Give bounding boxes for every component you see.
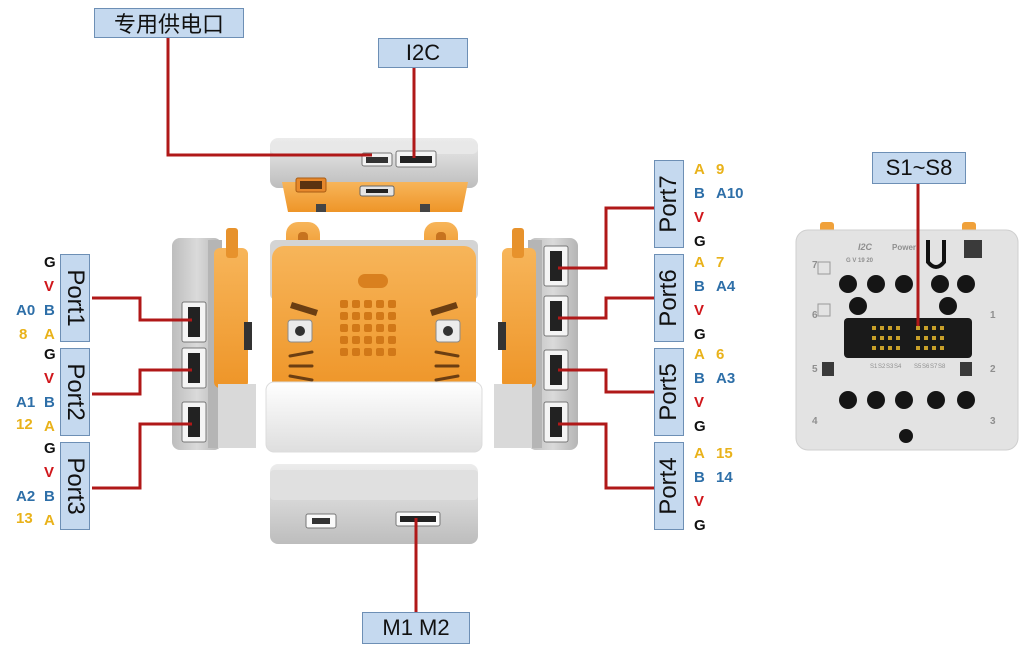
- silk-corner-2: 2: [990, 364, 996, 375]
- center-module: [266, 222, 482, 452]
- port1-pin-g: G: [44, 255, 56, 270]
- port3-pin-b: B: [44, 489, 55, 504]
- port1-b-alias: A0: [16, 303, 35, 318]
- port5-pin-g: G: [694, 419, 706, 434]
- port2-pin-b: B: [44, 395, 55, 410]
- silk-i2c: I2C: [858, 242, 873, 252]
- port4-pin-b: B: [694, 470, 705, 485]
- port4-text: Port4: [655, 457, 683, 514]
- port5-pin-v: V: [694, 395, 704, 410]
- silk-corner-3: 3: [990, 416, 996, 427]
- port4-b-alias: 14: [716, 470, 733, 485]
- port6-pin-b: B: [694, 279, 705, 294]
- port7-label: Port7: [654, 160, 684, 248]
- port7-pin-b: B: [694, 186, 705, 201]
- port3-b-alias: A2: [16, 489, 35, 504]
- port6-pin-v: V: [694, 303, 704, 318]
- port2-pin-v: V: [44, 371, 54, 386]
- port6-text: Port6: [655, 269, 683, 326]
- port5-b-alias: A3: [716, 371, 735, 386]
- silk-s3: S3: [886, 364, 894, 370]
- port2-pin-a: A: [44, 419, 55, 434]
- port6-pin-a: A: [694, 255, 705, 270]
- port2-b-alias: A1: [16, 395, 35, 410]
- port7-b-alias: A10: [716, 186, 744, 201]
- port5-pin-a: A: [694, 347, 705, 362]
- power-port-label: 专用供电口: [94, 8, 244, 38]
- silk-s1: S1: [870, 364, 878, 370]
- port1-label: Port1: [60, 254, 90, 342]
- port3-label: Port3: [60, 442, 90, 530]
- port3-pin-g: G: [44, 441, 56, 456]
- port7-text: Port7: [655, 175, 683, 232]
- port2-text: Port2: [61, 363, 89, 420]
- port1-text: Port1: [61, 269, 89, 326]
- port4-label: Port4: [654, 442, 684, 530]
- servo-header: [844, 318, 972, 358]
- silk-s5: S5: [914, 364, 922, 370]
- silk-corner-7: 7: [812, 260, 818, 271]
- port3-a-alias: 13: [16, 511, 33, 526]
- bottom-module: [270, 464, 478, 544]
- silk-corner-5: 5: [812, 364, 818, 375]
- port6-pin-g: G: [694, 327, 706, 342]
- port6-label: Port6: [654, 254, 684, 342]
- port2-pin-g: G: [44, 347, 56, 362]
- port5-text: Port5: [655, 363, 683, 420]
- left-module: [172, 228, 256, 450]
- motor-label: M1 M2: [362, 612, 470, 644]
- port1-a-alias: 8: [19, 327, 27, 342]
- silk-corner-1: 1: [990, 310, 996, 321]
- port7-a-alias: 9: [716, 162, 724, 177]
- port5-pin-b: B: [694, 371, 705, 386]
- silk-s8: S8: [938, 364, 946, 370]
- silk-s7: S7: [930, 364, 938, 370]
- port6-b-alias: A4: [716, 279, 735, 294]
- silk-power: Power: [892, 243, 916, 252]
- port4-a-alias: 15: [716, 446, 733, 461]
- port3-pin-v: V: [44, 465, 54, 480]
- port7-pin-v: V: [694, 210, 704, 225]
- port3-pin-a: A: [44, 513, 55, 528]
- port3-text: Port3: [61, 457, 89, 514]
- servo-label: S1~S8: [872, 152, 966, 184]
- port5-a-alias: 6: [716, 347, 724, 362]
- port1-pin-a: A: [44, 327, 55, 342]
- port6-a-alias: 7: [716, 255, 724, 270]
- silk-corner-4: 4: [812, 416, 818, 427]
- port7-pin-g: G: [694, 234, 706, 249]
- i2c-label: I2C: [378, 38, 468, 68]
- silk-corner-6: 6: [812, 310, 818, 321]
- silk-i2c-pins: G V 19 20: [846, 258, 874, 264]
- port1-pin-v: V: [44, 279, 54, 294]
- port5-label: Port5: [654, 348, 684, 436]
- top-module: [270, 138, 478, 212]
- port2-a-alias: 12: [16, 417, 33, 432]
- silk-s2: S2: [878, 364, 886, 370]
- port2-label: Port2: [60, 348, 90, 436]
- port4-pin-g: G: [694, 518, 706, 533]
- port7-pin-a: A: [694, 162, 705, 177]
- port4-pin-v: V: [694, 494, 704, 509]
- silk-s6: S6: [922, 364, 930, 370]
- port4-pin-a: A: [694, 446, 705, 461]
- port1-pin-b: B: [44, 303, 55, 318]
- silk-s4: S4: [894, 364, 902, 370]
- right-module: [494, 228, 578, 450]
- servo-board: [796, 222, 1018, 450]
